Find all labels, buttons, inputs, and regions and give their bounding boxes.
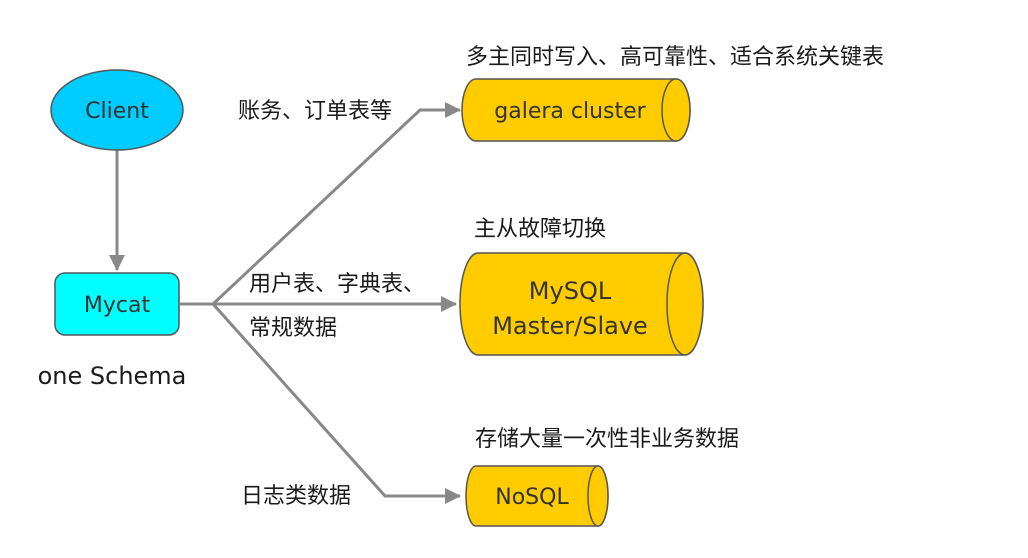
edge-label-mysql-line1: 用户表、字典表、: [249, 272, 425, 297]
nosql-label: NoSQL: [495, 485, 569, 510]
client-label: Client: [85, 99, 149, 124]
mysql-master-slave-node[interactable]: MySQL Master/Slave: [459, 252, 704, 356]
mysql-label-line1: MySQL: [529, 277, 612, 305]
nosql-node[interactable]: NoSQL: [465, 465, 609, 527]
client-node[interactable]: Client: [50, 69, 184, 151]
mycat-caption: one Schema: [38, 362, 187, 390]
edge-label-galera: 账务、订单表等: [238, 99, 392, 124]
galera-cluster-node[interactable]: galera cluster: [461, 78, 691, 142]
nosql-note: 存储大量一次性非业务数据: [475, 427, 739, 452]
mycat-label: Mycat: [84, 293, 151, 318]
mysql-label-line2: Master/Slave: [492, 312, 648, 340]
edge-to-nosql: [211, 302, 461, 504]
galera-note: 多主同时写入、高可靠性、适合系统关键表: [466, 45, 884, 70]
mysql-note: 主从故障切换: [474, 217, 606, 242]
edge-label-nosql: 日志类数据: [241, 484, 351, 509]
mycat-node[interactable]: Mycat: [54, 272, 180, 336]
galera-label: galera cluster: [494, 99, 646, 124]
edge-label-mysql-line2: 常规数据: [249, 316, 337, 341]
edge-to-galera: [211, 102, 461, 306]
